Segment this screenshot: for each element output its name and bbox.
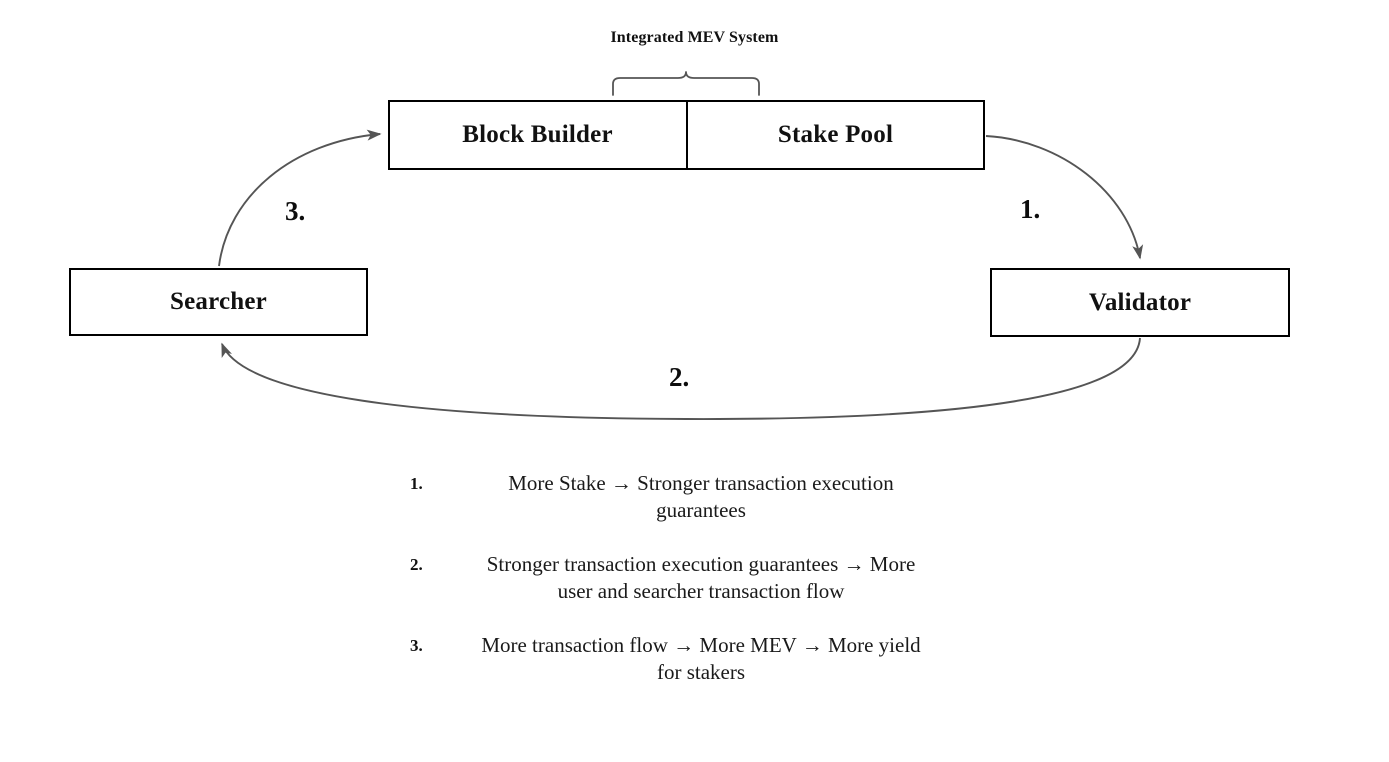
- legend-item-text: More Stake → Stronger transaction execut…: [508, 471, 894, 522]
- node-validator-label: Validator: [1088, 288, 1192, 316]
- edge-stakepool-to-validator: [985, 135, 1144, 260]
- legend-item: 1. More Stake → Stronger transaction exe…: [410, 470, 930, 524]
- node-searcher[interactable]: Searcher: [69, 268, 368, 336]
- legend-list: 1. More Stake → Stronger transaction exe…: [410, 470, 930, 713]
- node-stake-pool[interactable]: Stake Pool: [688, 102, 984, 168]
- legend-item-text: Stronger transaction execution guarantee…: [486, 552, 916, 603]
- legend-item-text: More transaction flow → More MEV → More …: [481, 633, 921, 684]
- edge-label-3: 3.: [285, 196, 306, 226]
- curly-brace-icon: [612, 71, 760, 96]
- page-title: Integrated MEV System: [610, 29, 779, 46]
- node-block-builder[interactable]: Block Builder: [390, 102, 688, 168]
- legend-item-number: 3.: [410, 636, 423, 655]
- legend-item-number: 1.: [410, 474, 423, 493]
- node-stake-pool-label: Stake Pool: [777, 121, 894, 148]
- legend-item-number: 2.: [410, 555, 423, 574]
- legend-item: 3. More transaction flow → More MEV → Mo…: [410, 632, 930, 686]
- edge-label-2: 2.: [669, 362, 690, 392]
- node-searcher-label: Searcher: [170, 288, 267, 315]
- node-validator[interactable]: Validator: [990, 268, 1290, 337]
- integrated-mev-system-box[interactable]: Block Builder Stake Pool: [388, 100, 985, 170]
- edge-label-1: 1.: [1020, 194, 1041, 224]
- legend-item: 2. Stronger transaction execution guaran…: [410, 551, 930, 605]
- node-block-builder-label: Block Builder: [462, 121, 613, 148]
